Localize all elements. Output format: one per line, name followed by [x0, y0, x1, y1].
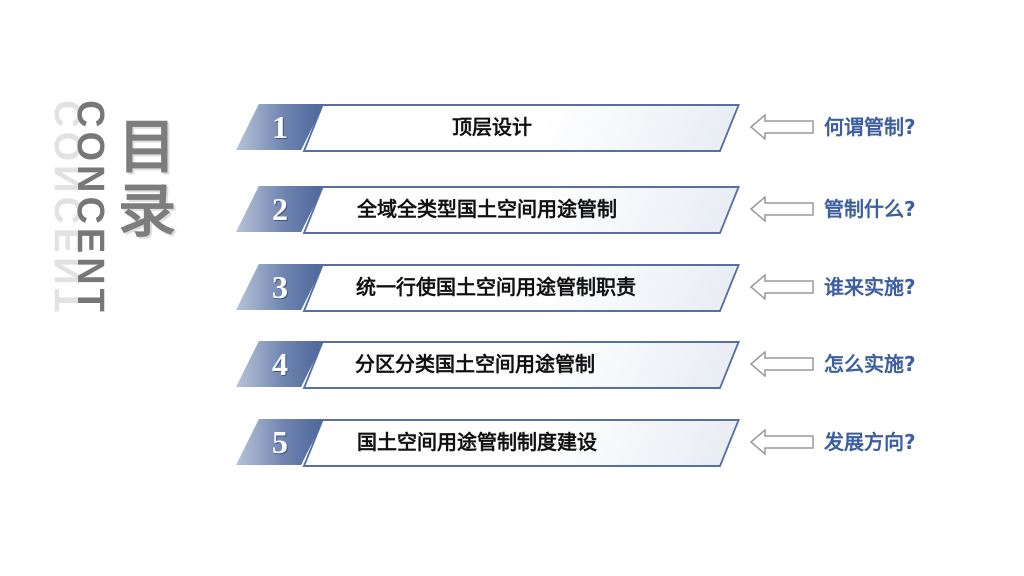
- left-arrow-icon: [750, 429, 814, 455]
- item-question: 发展方向?: [824, 430, 916, 454]
- item-label: 国土空间用途管制制度建设: [357, 430, 597, 454]
- toc-item-2[interactable]: 2 全域全类型国土空间用途管制 管制什么?: [0, 186, 1024, 236]
- item-label: 分区分类国土空间用途管制: [355, 352, 595, 376]
- toc-item-4[interactable]: 4 分区分类国土空间用途管制 怎么实施?: [0, 341, 1024, 391]
- left-arrow-icon: [750, 196, 814, 222]
- page-title: 目录: [118, 113, 177, 245]
- item-label: 顶层设计: [452, 115, 532, 139]
- concept-watermark: CONCENT CONCENT: [40, 100, 120, 330]
- concept-vertical-text: CONCENT: [69, 100, 111, 316]
- item-question: 怎么实施?: [824, 352, 916, 376]
- left-arrow-icon: [750, 351, 814, 377]
- toc-item-3[interactable]: 3 统一行使国土空间用途管制职责 谁来实施?: [0, 264, 1024, 314]
- item-question: 何谓管制?: [824, 115, 916, 139]
- left-arrow-icon: [750, 114, 814, 140]
- item-label: 统一行使国土空间用途管制职责: [356, 275, 636, 299]
- left-arrow-icon: [750, 274, 814, 300]
- toc-item-5[interactable]: 5 国土空间用途管制制度建设 发展方向?: [0, 419, 1024, 469]
- item-question: 谁来实施?: [824, 275, 916, 299]
- toc-item-1[interactable]: 1 顶层设计 何谓管制?: [0, 104, 1024, 154]
- item-label: 全域全类型国土空间用途管制: [357, 197, 617, 221]
- item-question: 管制什么?: [824, 197, 916, 221]
